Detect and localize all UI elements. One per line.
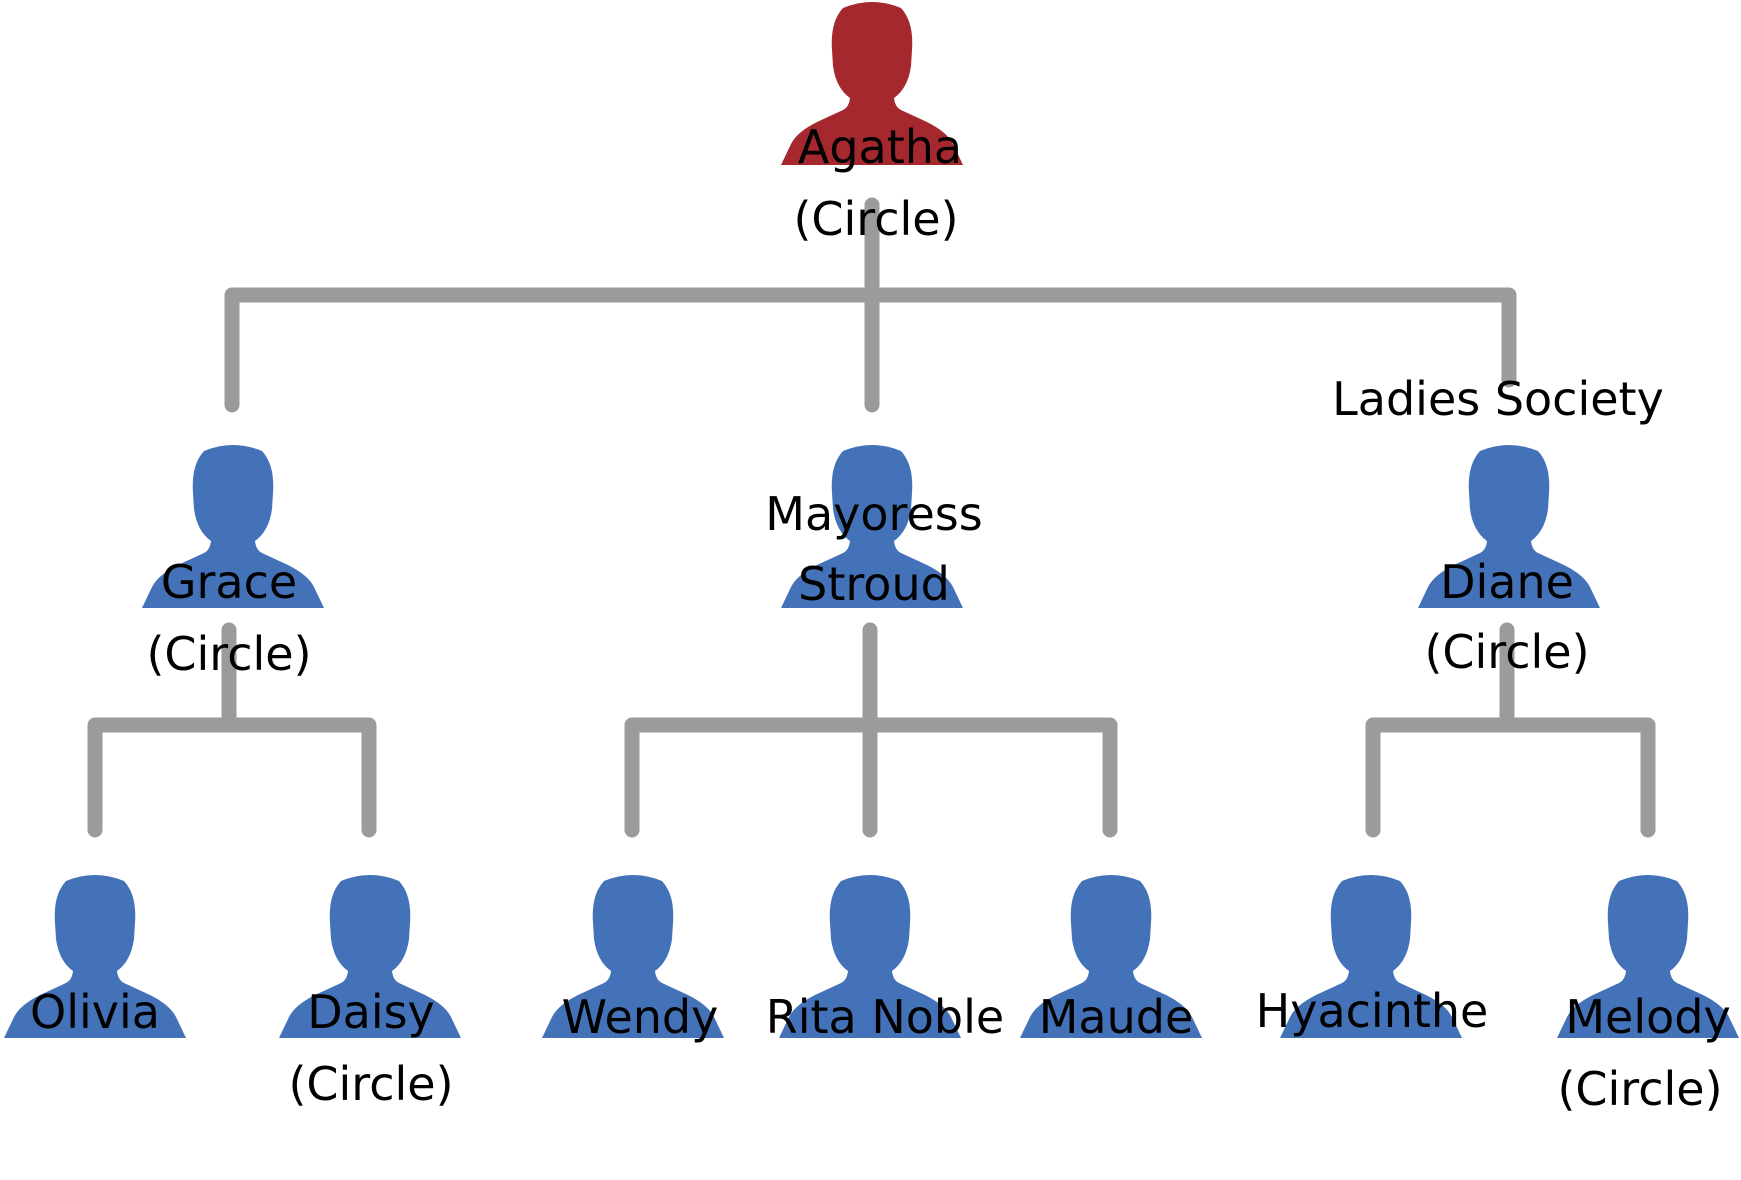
connector-grace-children <box>87 622 377 838</box>
node-label-hyacinthe: Hyacinthe <box>1256 984 1489 1038</box>
node-label-diane-name: Diane <box>1440 555 1574 609</box>
node-label-mayoress-line2: Stroud <box>798 557 950 611</box>
node-label-agatha-name: Agatha <box>798 120 962 174</box>
connector-agatha-children <box>224 197 1517 413</box>
node-label-melody-note: (Circle) <box>1557 1062 1722 1116</box>
node-label-wendy: Wendy <box>562 990 719 1044</box>
node-label-grace-name: Grace <box>161 555 297 609</box>
node-label-daisy-note: (Circle) <box>288 1057 453 1111</box>
connector-mayoress-children <box>624 622 1118 838</box>
node-label-mayoress-line1: Mayoress <box>765 487 982 541</box>
node-label-olivia: Olivia <box>30 985 160 1039</box>
node-label-maude: Maude <box>1039 990 1194 1044</box>
connector-lines <box>87 197 1656 838</box>
node-label-agatha-note: (Circle) <box>793 192 958 246</box>
group-label: Ladies Society <box>1332 372 1664 426</box>
node-label-daisy-name: Daisy <box>307 985 435 1039</box>
node-label-melody-name: Melody <box>1565 990 1730 1044</box>
node-label-rita: Rita Noble <box>766 990 1004 1044</box>
node-label-grace-note: (Circle) <box>146 627 311 681</box>
connector-diane-children <box>1365 622 1656 838</box>
node-label-diane-note: (Circle) <box>1424 625 1589 679</box>
